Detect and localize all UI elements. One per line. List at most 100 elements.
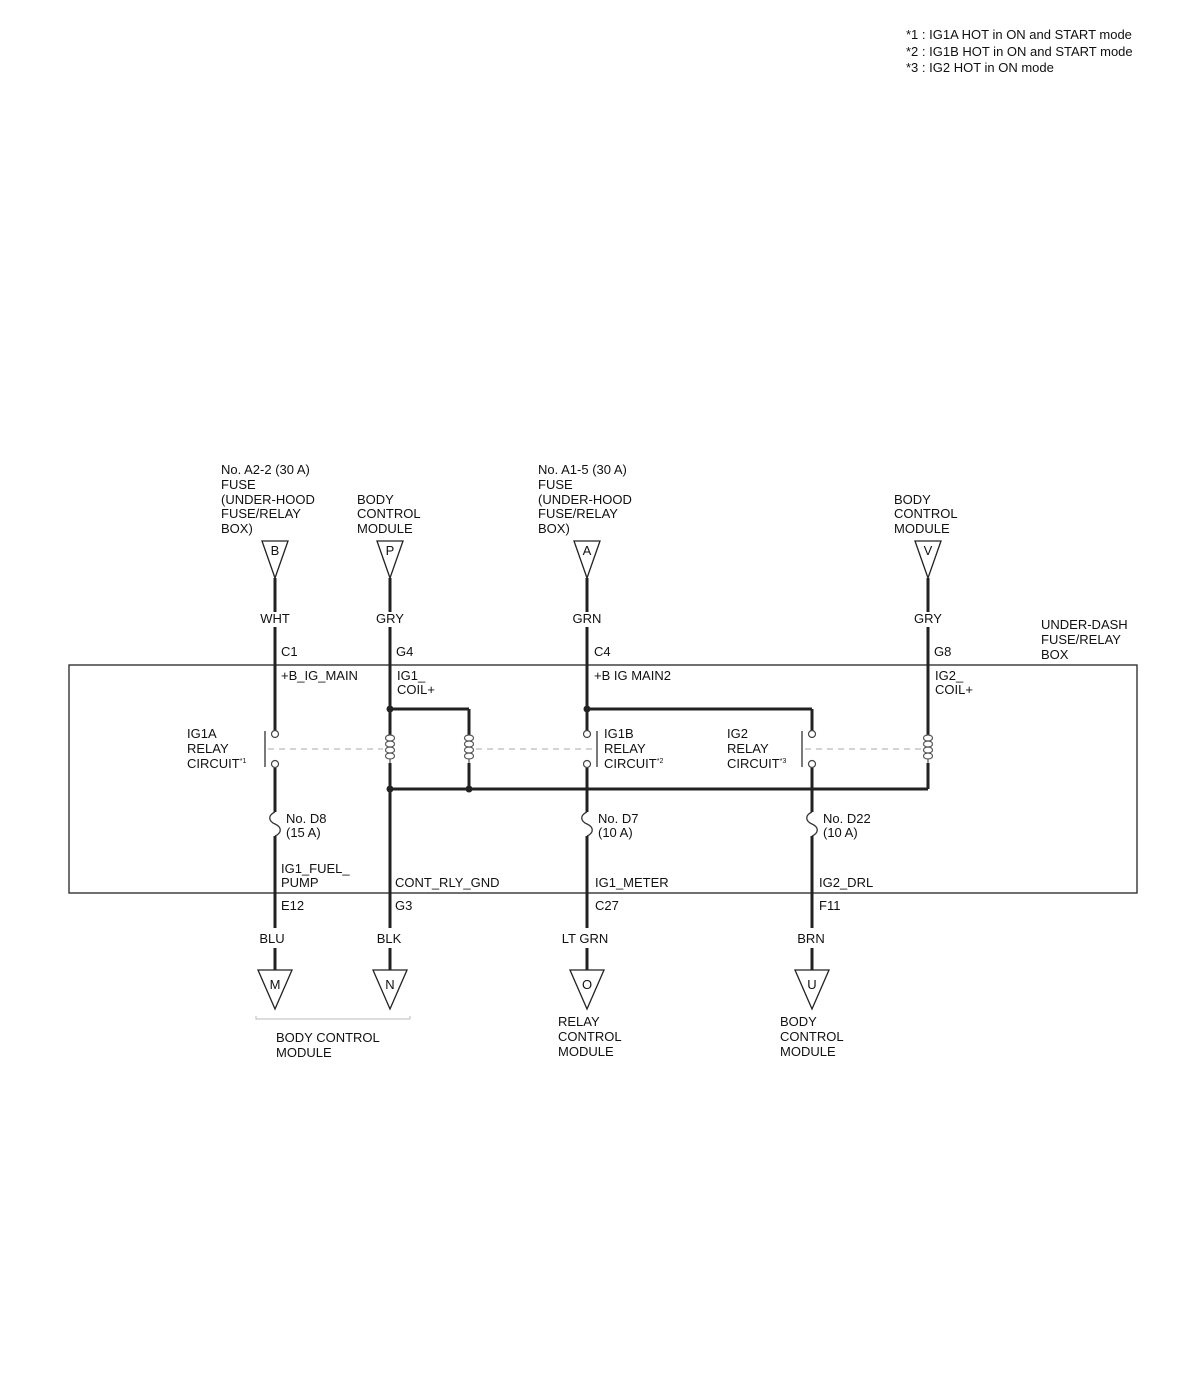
destination-3-line-3: MODULE xyxy=(780,1044,836,1059)
connector-triangle-n xyxy=(372,969,408,1011)
source-label-b-1: No. A2-2 (30 A) xyxy=(221,462,310,477)
relay-ig1b-name-2: RELAY xyxy=(604,741,646,756)
destination-1-line-2: MODULE xyxy=(276,1045,332,1060)
destination-body-control-module-mn: BODY CONTROL MODULE xyxy=(255,1016,411,1060)
fuse-d8-rating: (15 A) xyxy=(286,825,321,840)
fuse-d8-symbol xyxy=(269,811,281,837)
connector-letter-v: V xyxy=(924,543,933,558)
terminal-c1: C1 xyxy=(281,644,298,659)
terminal-g3: G3 xyxy=(395,898,412,913)
junction-dot-4 xyxy=(465,785,473,793)
source-label-p-3: MODULE xyxy=(357,521,413,536)
net-label-ig1-coil-2: COIL+ xyxy=(397,682,435,697)
terminal-e12: E12 xyxy=(281,898,304,913)
fuse-d8-branch: No. D8 (15 A) xyxy=(269,768,326,928)
connector-letter-u: U xyxy=(807,977,816,992)
terminal-c27: C27 xyxy=(595,898,619,913)
connector-triangle-u xyxy=(794,969,830,1011)
contact-ig1a-top xyxy=(270,729,280,739)
fuse-d22-name: No. D22 xyxy=(823,811,871,826)
wire-color-b: WHT xyxy=(260,611,290,626)
bottom-connector-u: IG2_DRL F11 BRN U xyxy=(794,875,873,1011)
relay-ig2: IG2 RELAY CIRCUIT*3 xyxy=(727,726,921,771)
relay-ig2-circuit-label: CIRCUIT xyxy=(727,756,780,771)
relay-ig2-name-1: IG2 xyxy=(727,726,748,741)
connector-letter-m: M xyxy=(270,977,281,992)
top-connector-v: BODY CONTROL MODULE V GRY G8 IG2_ COIL+ xyxy=(894,492,973,735)
source-label-a-3: (UNDER-HOOD xyxy=(538,492,632,507)
relay-ig1a: IG1A RELAY CIRCUIT*1 xyxy=(187,726,383,771)
wire-color-n: BLK xyxy=(377,931,402,946)
relay-ig2-name-2: RELAY xyxy=(727,741,769,756)
coil-ig1b xyxy=(463,734,475,763)
contact-ig1b-bottom xyxy=(582,759,592,769)
fuse-d7-symbol xyxy=(581,811,593,837)
note-2: *2 : IG1B HOT in ON and START mode xyxy=(906,44,1133,59)
connector-triangle-a xyxy=(573,540,601,580)
internal-wiring xyxy=(386,705,930,793)
relay-ig1a-name-2: RELAY xyxy=(187,741,229,756)
relay-ig1b-circuit: CIRCUIT*2 xyxy=(604,756,663,771)
connector-triangle-b xyxy=(261,540,289,580)
source-label-b-3: (UNDER-HOOD xyxy=(221,492,315,507)
contact-ig1b-top xyxy=(582,729,592,739)
wire-color-m: BLU xyxy=(259,931,284,946)
wire-color-o: LT GRN xyxy=(562,931,608,946)
destination-2-line-1: RELAY xyxy=(558,1014,600,1029)
net-label-b-ig-main: +B_IG_MAIN xyxy=(281,668,358,683)
destination-1-line-1: BODY CONTROL xyxy=(276,1030,380,1045)
destination-3-line-2: CONTROL xyxy=(780,1029,844,1044)
terminal-c4: C4 xyxy=(594,644,611,659)
wire-color-a: GRN xyxy=(573,611,602,626)
net-label-cont-rly-gnd: CONT_RLY_GND xyxy=(395,875,500,890)
junction-dot-1 xyxy=(386,705,394,713)
terminal-g8: G8 xyxy=(934,644,951,659)
source-label-v-3: MODULE xyxy=(894,521,950,536)
wire-color-v: GRY xyxy=(914,611,942,626)
net-label-ig2-coil-2: COIL+ xyxy=(935,682,973,697)
connector-letter-p: P xyxy=(386,543,395,558)
group-bracket xyxy=(255,1016,411,1020)
connector-letter-b: B xyxy=(271,543,280,558)
relay-ig1b-note-mark: *2 xyxy=(657,758,664,765)
source-label-p-2: CONTROL xyxy=(357,506,421,521)
net-label-ig1-coil-1: IG1_ xyxy=(397,668,426,683)
source-label-a-2: FUSE xyxy=(538,477,573,492)
connector-triangle-p xyxy=(376,540,404,580)
net-label-ig1-fuel-pump-2: PUMP xyxy=(281,875,319,890)
connector-letter-n: N xyxy=(385,977,394,992)
source-label-p-1: BODY xyxy=(357,492,394,507)
coil-ig2 xyxy=(922,734,934,763)
top-connector-b: No. A2-2 (30 A) FUSE (UNDER-HOOD FUSE/RE… xyxy=(221,462,358,730)
relay-ig1a-circuit-label: CIRCUIT xyxy=(187,756,240,771)
box-label-line-2: FUSE/RELAY xyxy=(1041,632,1121,647)
relay-ig2-circuit: CIRCUIT*3 xyxy=(727,756,786,771)
relay-coils xyxy=(384,734,934,763)
contact-ig1a-bottom xyxy=(270,759,280,769)
connector-triangle-m xyxy=(257,969,293,1011)
connector-letter-o: O xyxy=(582,977,592,992)
contact-ig2-top xyxy=(807,729,817,739)
source-label-a-1: No. A1-5 (30 A) xyxy=(538,462,627,477)
box-label-line-3: BOX xyxy=(1041,647,1069,662)
bottom-connector-m: IG1_FUEL_ PUMP E12 BLU M xyxy=(257,861,350,1011)
contact-ig2-bottom xyxy=(807,759,817,769)
connector-triangle-v xyxy=(914,540,942,580)
box-label-line-1: UNDER-DASH xyxy=(1041,617,1128,632)
fuse-d7-rating: (10 A) xyxy=(598,825,633,840)
relay-ig1a-name-1: IG1A xyxy=(187,726,217,741)
wire-color-u: BRN xyxy=(797,931,824,946)
coil-ig1a xyxy=(384,734,396,763)
bottom-connector-o: IG1_METER C27 LT GRN O xyxy=(562,875,669,1011)
terminal-g4: G4 xyxy=(396,644,413,659)
net-label-ig2-coil-1: IG2_ xyxy=(935,668,964,683)
fuse-d7-name: No. D7 xyxy=(598,811,638,826)
fuse-d8-name: No. D8 xyxy=(286,811,326,826)
destination-2-line-2: CONTROL xyxy=(558,1029,622,1044)
top-connector-p: BODY CONTROL MODULE P GRY G4 IG1_ COIL+ xyxy=(357,492,435,735)
terminal-f11: F11 xyxy=(819,898,840,913)
fuse-d22-rating: (10 A) xyxy=(823,825,858,840)
relay-ig2-note-mark: *3 xyxy=(780,758,787,765)
relay-ig1b: IG1B RELAY CIRCUIT*2 xyxy=(476,726,663,771)
